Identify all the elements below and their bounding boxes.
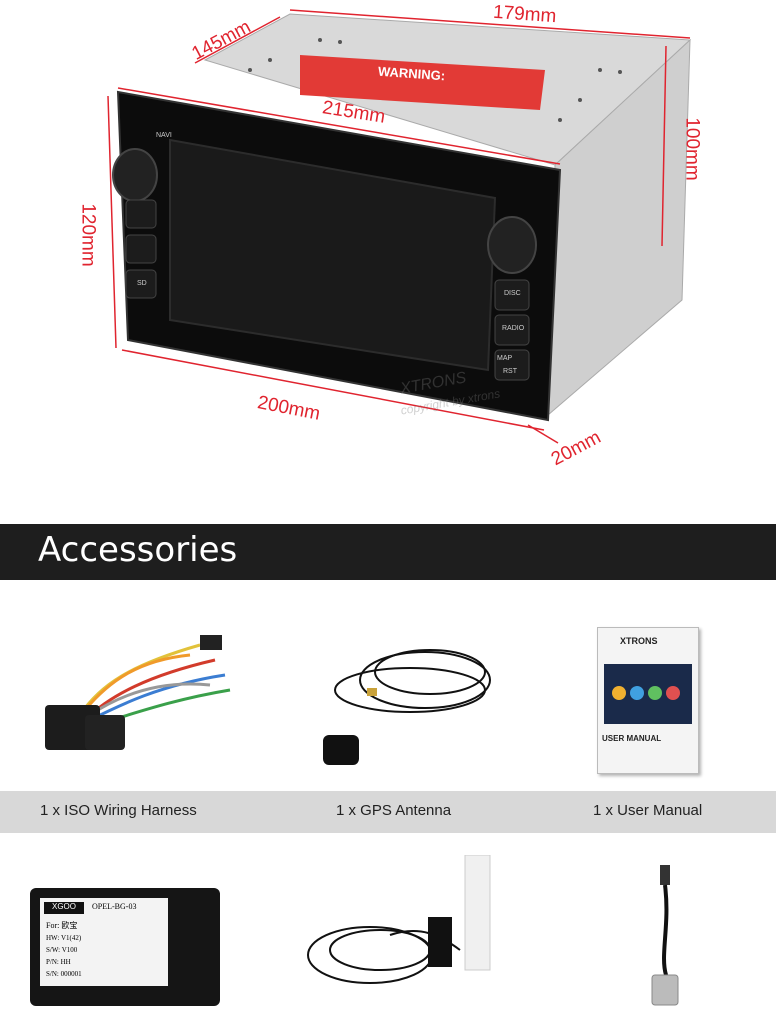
rst-button-label: RST: [503, 368, 517, 375]
map-button-label: MAP: [497, 355, 513, 362]
back-height-dimension: 100mm: [681, 117, 703, 181]
gps-antenna-label: 1 x GPS Antenna: [336, 802, 452, 819]
canbus-decoder-box: XGOO OPEL-BG-03 For: 欧宝 HW: V1(42) S/W: …: [30, 888, 220, 1006]
sd-label: SD: [137, 280, 147, 287]
front-height-dimension: 120mm: [77, 203, 99, 267]
iso-harness-label: 1 x ISO Wiring Harness: [40, 802, 197, 819]
navi-button-label: NAVI: [156, 132, 172, 139]
user-manual-label: 1 x User Manual: [593, 802, 703, 819]
accessories-title: Accessories: [38, 530, 238, 570]
canbus-hw: HW: V1(42): [46, 934, 82, 942]
canbus-sticker: XGOO OPEL-BG-03 For: 欧宝 HW: V1(42) S/W: …: [40, 898, 168, 986]
accessory-label-band: 1 x ISO Wiring Harness 1 x GPS Antenna 1…: [0, 791, 776, 833]
manual-title: USER MANUAL: [602, 734, 662, 743]
head-unit-illustration: [107, 9, 692, 444]
user-manual-image: XTRONS USER MANUAL: [597, 627, 699, 774]
canbus-sn: S/N: 000001: [46, 970, 82, 978]
canbus-brand: XGOO: [44, 902, 84, 914]
canbus-model: OPEL-BG-03: [92, 902, 137, 911]
canbus-sw: S/W: V100: [46, 946, 78, 954]
canbus-for: For: 欧宝: [46, 921, 78, 930]
gps-antenna-image: [315, 640, 495, 770]
manual-screen-picture: [604, 664, 692, 724]
top-width-dimension: 179mm: [492, 1, 558, 28]
radio-button-label: RADIO: [502, 325, 525, 332]
disc-button-label: DISC: [504, 290, 521, 297]
manual-brand: XTRONS: [620, 636, 658, 646]
radio-adapter-image: [630, 865, 700, 1010]
iso-harness-image: [40, 625, 250, 775]
accessories-header: Accessories: [0, 524, 776, 580]
product-dimension-diagram: 145mm 179mm 215mm 100mm 120mm 200mm 20mm…: [0, 0, 776, 500]
second-antenna-image: [300, 854, 520, 1005]
canbus-pn: P/N: HH: [46, 958, 71, 966]
